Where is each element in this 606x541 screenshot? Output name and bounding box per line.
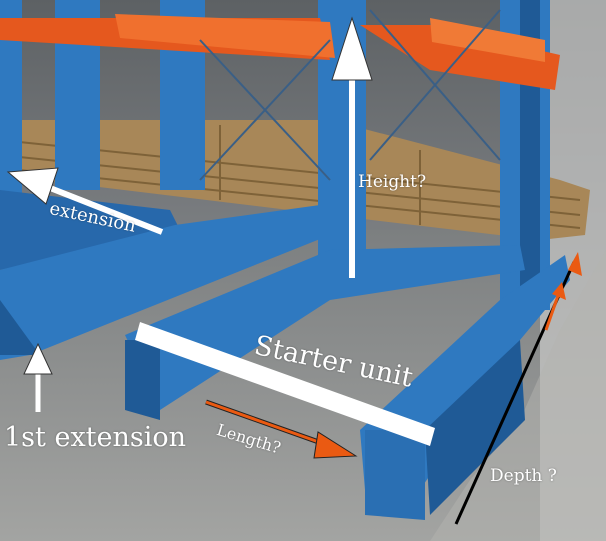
first-extension-label: 1st extension [4,422,187,453]
height-label: Height? [358,172,427,192]
depth-line-icon [454,252,582,525]
floor-light-area [430,250,606,541]
bracing-rods [199,9,501,181]
first-extension-base [0,205,330,360]
starter-unit-bar [135,322,435,446]
orange-arrow-icon [205,399,358,459]
left-base-beam [0,190,180,270]
up-arrow-icon [23,342,53,412]
depth-label: Depth ? [490,466,557,486]
up-arrow-icon [331,16,373,278]
starter-base-left-rail [125,245,525,410]
left-arrow-icon [6,167,164,235]
starter-base-front-foot [365,430,425,520]
wood-pallets [0,120,590,240]
